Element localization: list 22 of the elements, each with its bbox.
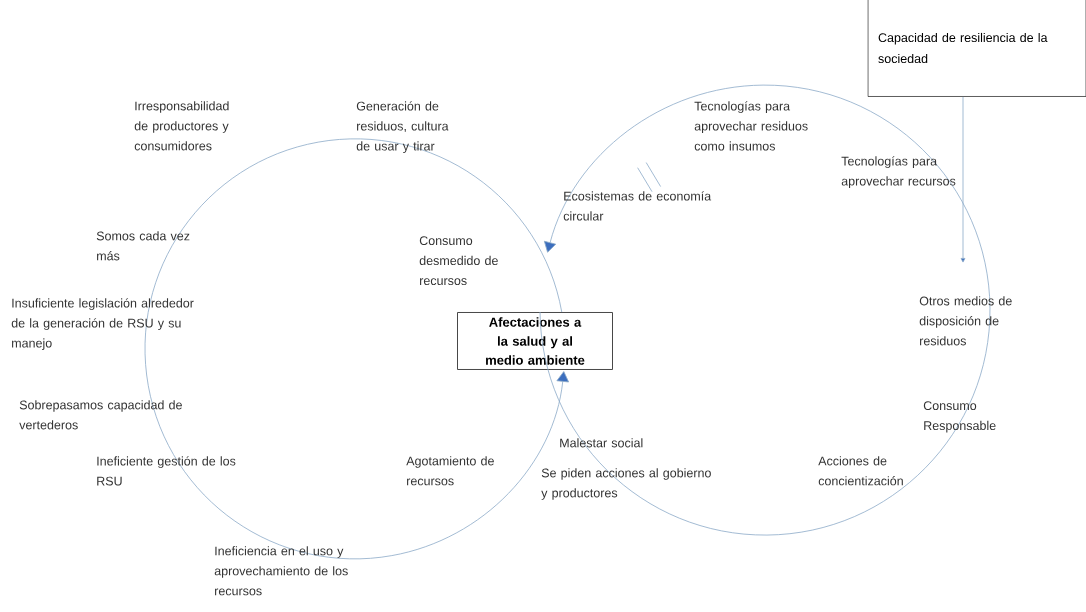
feedback-loop-arrow — [144, 138, 569, 560]
arrow — [960, 96, 966, 263]
feedback-loop-arrow — [539, 84, 991, 536]
variable-label: Consumo Responsable — [923, 401, 996, 433]
variable-label: Somos cada vez más — [96, 231, 190, 261]
variable-label: Tecnologías para aprovechar residuos como insumos — [694, 101, 808, 151]
effect-box: Afectaciones a la salud y al medio ambiente — [457, 312, 613, 370]
variable-label: Se piden acciones al gobierno y productores — [541, 468, 711, 500]
variable-label: Agotamiento de recursos — [406, 456, 494, 486]
variable-label: Insuficiente legislación alrededor de la generación de RSU y su manejo — [11, 298, 194, 350]
variable-label: Sobrepasamos capacidad de vertederos — [19, 400, 182, 430]
variable-label: Acciones de concientización — [818, 456, 903, 486]
variable-label: Tecnologías para aprovechar recursos — [841, 156, 956, 188]
variable-label: Otros medios de disposición de residuos — [919, 296, 1012, 346]
variable-label: Consumo desmedido de recursos — [419, 236, 498, 286]
variable-label: Ineficiente gestión de los RSU — [97, 456, 236, 486]
variable-label: Ecosistemas de economía circular — [563, 191, 712, 221]
variable-label: Irresponsabilidad de productores y consumidores — [134, 101, 229, 151]
variable-label: Ineficiencia en el uso y aprovechamiento de los recursos — [214, 546, 348, 596]
variable-label: Malestar social — [560, 438, 643, 448]
variable-label: Generación de residuos, cultura de usar y tirar — [356, 101, 449, 153]
factor-box: Capacidad de resiliencia de la sociedad — [867, 0, 1086, 97]
